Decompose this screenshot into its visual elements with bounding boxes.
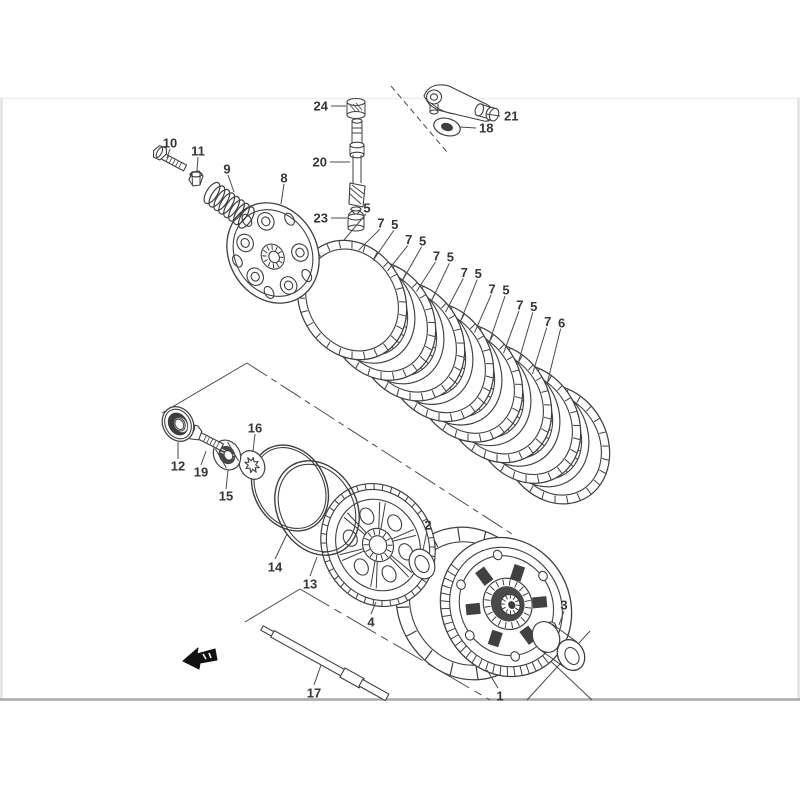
lock-washer-part-16 [238, 450, 266, 480]
callout-24: 24 [314, 99, 329, 114]
release-shaft-parts-24-20-23 [346, 97, 366, 232]
bearing-part-12 [161, 406, 195, 442]
push-rod-part-17 [260, 625, 390, 702]
image-frame [0, 97, 800, 701]
plate-callout: 5 [475, 266, 482, 281]
plate-callout: 7 [544, 314, 551, 329]
clutch-plate-stack [296, 239, 611, 505]
washer-part-2 [408, 548, 436, 580]
plate-callout: 7 [488, 281, 495, 296]
callout-numbers: 24 20 23 21 18 10 11 9 8 12 19 15 16 14 … [163, 99, 568, 704]
plate-callout: 5 [447, 250, 454, 265]
callout-16: 16 [248, 421, 262, 436]
release-arm-parts-21-18 [423, 84, 500, 137]
callout-13: 13 [303, 577, 317, 592]
callout-8: 8 [280, 171, 287, 186]
callout-10: 10 [163, 136, 177, 151]
plate-callout: 7 [461, 265, 468, 280]
callout-leader-lines [166, 105, 565, 689]
plate-callout: 7 [433, 249, 440, 264]
plate-callout: 5 [363, 201, 370, 216]
callout-17: 17 [307, 686, 321, 701]
callout-12: 12 [171, 459, 185, 474]
callout-14: 14 [268, 560, 283, 575]
plate-callout: 7 [516, 298, 523, 313]
callout-18: 18 [479, 121, 493, 136]
callout-19: 19 [194, 465, 208, 480]
plate-callout: 5 [419, 233, 426, 248]
callout-1: 1 [496, 689, 503, 704]
callout-2: 2 [424, 518, 431, 533]
plate-callout: 7 [377, 216, 384, 231]
callout-9: 9 [223, 162, 230, 177]
plate-callout: 6 [558, 315, 565, 330]
nut-part-11 [188, 170, 204, 187]
callout-15: 15 [219, 489, 233, 504]
plate-callout: 5 [530, 299, 537, 314]
callout-11: 11 [191, 144, 205, 159]
fwd-arrow-icon [182, 647, 218, 670]
pressure-plate-part-8 [226, 202, 320, 304]
plate-callout: 7 [405, 232, 412, 247]
callout-23: 23 [314, 211, 328, 226]
ring-part-14 [250, 444, 330, 532]
callout-21: 21 [504, 109, 518, 124]
callout-3: 3 [560, 598, 567, 613]
callout-4: 4 [367, 615, 375, 630]
plate-callout: 5 [502, 283, 509, 298]
spring-part-9 [203, 181, 255, 229]
spacer-part-3 [531, 621, 586, 672]
plate-callout: 5 [391, 217, 398, 232]
callout-20: 20 [313, 155, 327, 170]
